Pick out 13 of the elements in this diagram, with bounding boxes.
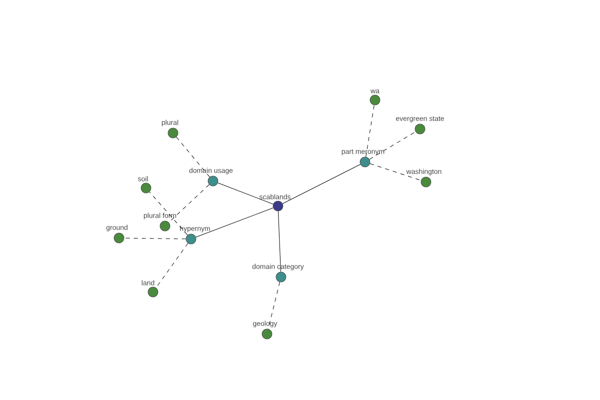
- connector-line: [278, 211, 282, 272]
- connector-line: [168, 184, 210, 223]
- connector-line: [149, 192, 188, 236]
- connector-line: [370, 163, 422, 181]
- connector-line: [369, 131, 416, 160]
- connector-line: [268, 282, 280, 330]
- connector-line: [196, 208, 274, 238]
- connector-line: [156, 243, 188, 288]
- connector-line: [218, 182, 274, 204]
- connector-line: [366, 104, 374, 158]
- connector-line: [124, 238, 186, 240]
- connector-line: [282, 164, 361, 204]
- connector-line: [176, 136, 210, 178]
